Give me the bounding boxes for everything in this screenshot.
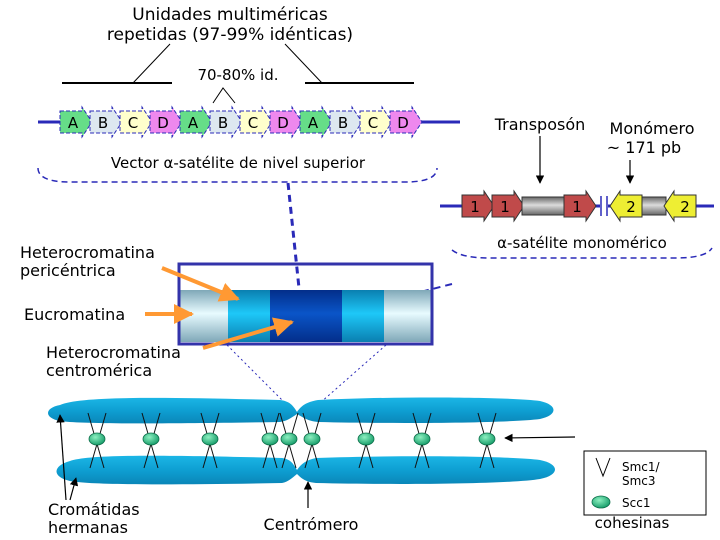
pericentric-right-band — [342, 290, 384, 342]
hetero-centro-label-line2: centromérica — [46, 361, 152, 380]
hor-block-letter: D — [157, 114, 169, 132]
hor-block-12: D — [389, 105, 423, 139]
zoom-guide-right — [319, 344, 387, 404]
monomer-block-label: 1 — [500, 198, 510, 216]
monomer-block-row: 1 1 1 2 2 — [461, 189, 697, 223]
mono-bracket — [451, 247, 713, 259]
monomer-block-label: 2 — [680, 198, 690, 216]
sister-label-line1: Cromátidas — [48, 500, 140, 519]
hor-block-letter: B — [338, 114, 348, 132]
monomer-block-6 — [641, 196, 667, 216]
hetero-centro-label-line1: Heterocromatina — [46, 343, 181, 362]
monomer-block-label: 2 — [626, 198, 636, 216]
scc1-legend-icon — [591, 495, 611, 509]
hor-block-5: A — [179, 105, 213, 139]
sister-label-line2: hermanas — [48, 518, 128, 537]
hor-block-1: A — [59, 105, 93, 139]
hor-block-11: C — [359, 105, 393, 139]
monomeric-label: α-satélite monomérico — [497, 234, 667, 252]
hetero-peri-label-line1: Heterocromatina — [20, 243, 155, 262]
title-pointer-left — [132, 43, 171, 84]
monomer-block-7: 2 — [663, 189, 697, 223]
cohesin-7 — [356, 412, 376, 469]
hor-block-letter: D — [277, 114, 289, 132]
hor-block-letter: C — [368, 114, 378, 132]
legend-smc-line1: Smc1/ — [622, 460, 661, 474]
hor-block-letter: C — [248, 114, 258, 132]
monomer-block-1: 1 — [461, 189, 495, 223]
cohesin-5 — [279, 412, 299, 469]
hor-block-6: B — [209, 105, 243, 139]
sister-arrow-top — [56, 414, 67, 501]
cohesin-8 — [412, 412, 432, 469]
sister-chromatid-bottom — [56, 455, 555, 485]
hor-block-letter: B — [98, 114, 108, 132]
smc-legend-icon — [595, 457, 611, 478]
cohesin-row — [87, 412, 497, 469]
hor-block-7: C — [239, 105, 273, 139]
hor-block-letter: A — [188, 114, 199, 132]
euchromatin-right-band — [384, 290, 432, 342]
cohesins-label: cohesinas — [595, 514, 670, 532]
sister-chromatid-top — [48, 397, 554, 424]
monomer-label-line2: ~ 171 pb — [607, 138, 681, 157]
legend-pointer — [504, 433, 576, 443]
hor-block-letter: C — [128, 114, 138, 132]
peri-arrow — [161, 266, 240, 302]
monomer-block-3 — [521, 196, 565, 216]
hor-block-letter: D — [397, 114, 409, 132]
monomer-block-2: 1 — [491, 189, 525, 223]
hor-block-10: B — [329, 105, 363, 139]
legend-scc1: Scc1 — [622, 496, 650, 510]
hor-block-2: B — [89, 105, 123, 139]
cohesin-2 — [141, 412, 161, 469]
centro-arrow — [202, 317, 294, 350]
identity-label: 70-80% id. — [197, 66, 278, 84]
monomer-block-5: 2 — [609, 189, 643, 223]
transposon-label: Transposón — [494, 115, 586, 134]
hetero-peri-label-line2: pericéntrica — [20, 261, 116, 280]
hor-block-3: C — [119, 105, 153, 139]
sister-arrow-bottom — [69, 477, 79, 501]
cohesin-1 — [87, 412, 107, 469]
hor-block-letter: A — [68, 114, 79, 132]
hor-block-4: D — [149, 105, 183, 139]
cohesin-9 — [477, 412, 497, 469]
monomer-block-4: 1 — [563, 189, 597, 223]
zoom-guide-left — [226, 344, 286, 404]
identity-pointer — [212, 87, 236, 104]
cohesin-3 — [200, 412, 220, 469]
hor-block-letter: B — [218, 114, 228, 132]
monomer-block-label: 1 — [572, 198, 582, 216]
hor-bracket — [37, 167, 438, 183]
zoom-link-hor — [286, 182, 301, 289]
centromeric-band — [270, 290, 342, 342]
cohesin-4 — [260, 412, 280, 469]
cohesin-6 — [302, 412, 322, 469]
legend-smc-line2: Smc3 — [622, 474, 656, 488]
monomer-block-label: 1 — [470, 198, 480, 216]
monomer-label-line1: Monómero — [610, 119, 695, 138]
hor-block-letter: A — [308, 114, 319, 132]
euchromatin-label: Eucromatina — [24, 305, 125, 324]
centromere-label: Centrómero — [264, 515, 359, 534]
units-title-line2: repetidas (97-99% idénticas) — [107, 25, 353, 45]
units-title-line1: Unidades multiméricas — [132, 5, 328, 25]
hor-block-9: A — [299, 105, 333, 139]
hor-vector-label: Vector α-satélite de nivel superior — [111, 154, 366, 172]
title-pointer-right — [284, 43, 323, 84]
hor-block-8: D — [269, 105, 303, 139]
